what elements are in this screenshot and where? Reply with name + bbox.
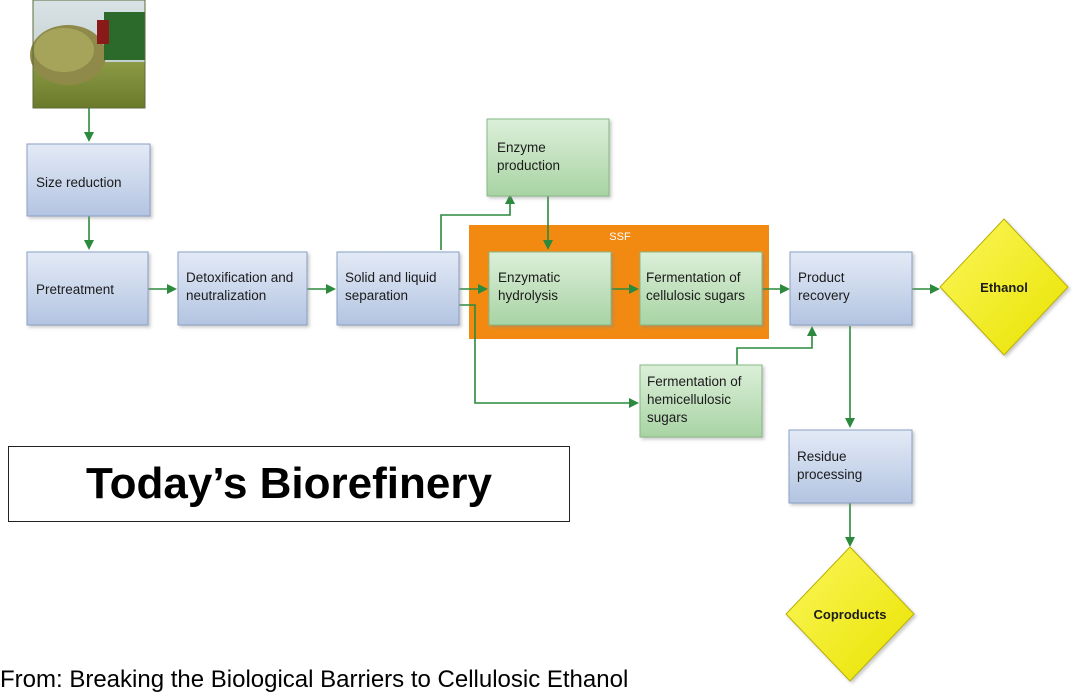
- node-label: recovery: [798, 288, 850, 303]
- node-label: Size reduction: [36, 175, 122, 190]
- page-title: Today’s Biorefinery: [86, 459, 492, 508]
- node-fermentation-hemicellulosic: Fermentation of hemicellulosic sugars: [639, 364, 763, 438]
- node-label: Enzyme: [497, 140, 546, 155]
- node-detoxification: Detoxification and neutralization: [177, 251, 308, 326]
- node-label: Enzymatic: [498, 270, 561, 285]
- node-label: hydrolysis: [498, 288, 558, 303]
- ssf-label: SSF: [609, 231, 631, 243]
- node-label: cellulosic sugars: [646, 288, 745, 303]
- biomass-photo: [30, 0, 146, 109]
- arrow-separation-to-hemicellulosic: [459, 304, 639, 408]
- node-enzyme-production: Enzyme production: [486, 118, 610, 197]
- node-pretreatment: Pretreatment: [26, 251, 149, 326]
- arrow-separation-to-enzyme-production: [440, 194, 515, 250]
- node-label: neutralization: [186, 288, 266, 303]
- node-label: Fermentation of: [646, 270, 741, 285]
- node-label: Solid and liquid: [345, 270, 437, 285]
- node-ethanol: Ethanol: [939, 218, 1069, 356]
- connectors: [84, 108, 940, 547]
- node-label: Product: [798, 270, 845, 285]
- node-size-reduction: Size reduction: [26, 143, 151, 217]
- node-solid-liquid-separation: Solid and liquid separation: [336, 251, 460, 326]
- title-box: Today’s Biorefinery: [8, 446, 570, 522]
- node-label: separation: [345, 288, 408, 303]
- node-label: production: [497, 158, 560, 173]
- node-label: hemicellulosic: [647, 392, 731, 407]
- node-label: sugars: [647, 410, 688, 425]
- node-fermentation-cellulosic: Fermentation of cellulosic sugars: [639, 251, 763, 326]
- node-label: processing: [797, 467, 862, 482]
- node-enzymatic-hydrolysis: Enzymatic hydrolysis: [488, 251, 612, 326]
- node-label: Residue: [797, 449, 847, 464]
- node-label: Pretreatment: [36, 282, 114, 297]
- source-caption: From: Breaking the Biological Barriers t…: [0, 666, 629, 693]
- node-label: Detoxification and: [186, 270, 293, 285]
- node-label: Ethanol: [980, 280, 1028, 295]
- node-label: Coproducts: [814, 607, 887, 622]
- arrow-hemicellulosic-to-product-recovery: [736, 326, 817, 365]
- node-product-recovery: Product recovery: [789, 251, 913, 326]
- node-label: Fermentation of: [647, 374, 742, 389]
- node-coproducts: Coproducts: [785, 546, 915, 682]
- node-residue-processing: Residue processing: [788, 429, 913, 504]
